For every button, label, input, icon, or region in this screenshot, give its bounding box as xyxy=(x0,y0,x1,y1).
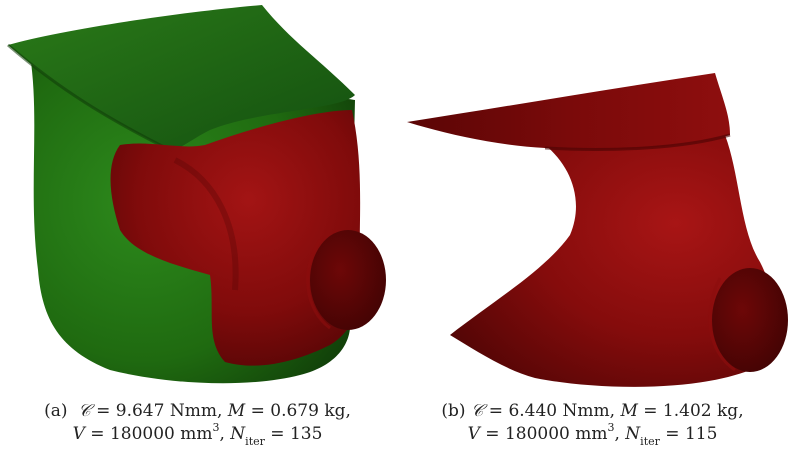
caption-a-iter-sub: iter xyxy=(245,435,265,449)
caption-a-volume-exp: 3 xyxy=(212,421,220,435)
caption-a-mass-value: 0.679 kg xyxy=(270,401,346,421)
red-cylinder-boss xyxy=(712,268,788,372)
red-cylinder-boss xyxy=(310,230,386,330)
caption-a-iter-value: 135 xyxy=(289,424,323,444)
caption-b-mass-symbol: M xyxy=(620,401,638,421)
caption-b-volume-value: 180000 mm xyxy=(504,424,608,444)
caption-b-compliance-symbol: 𝒞 xyxy=(470,401,484,421)
green-top-slab xyxy=(8,5,355,150)
red-cylinder-rim xyxy=(708,277,736,372)
caption-b: (b) 𝒞 = 6.440 Nmm, M = 1.402 kg, V = 180… xyxy=(441,401,744,449)
caption-a-volume-value: 180000 mm xyxy=(109,424,213,444)
caption-b-iter-symbol: N xyxy=(625,424,641,444)
panel-a: (a) 𝒞 = 9.647 Nmm, M = 0.679 kg, V = 180… xyxy=(7,5,386,449)
red-cylinder-rim xyxy=(306,239,331,330)
caption-a-mass-symbol: M xyxy=(227,401,246,421)
panel-a-render xyxy=(7,5,386,384)
red-cavity xyxy=(110,110,362,366)
caption-b-iter-value: 115 xyxy=(684,424,718,444)
panel-b: (b) 𝒞 = 6.440 Nmm, M = 1.402 kg, V = 180… xyxy=(395,0,790,464)
caption-a-volume-symbol: V xyxy=(72,424,85,444)
caption-b-label: (b) xyxy=(441,401,466,421)
red-shell-top-rim xyxy=(544,133,731,151)
green-top-edge xyxy=(7,43,171,152)
caption-b-volume-exp: 3 xyxy=(607,421,615,435)
red-cavity-fold xyxy=(173,157,239,291)
caption-a: (a) 𝒞 = 9.647 Nmm, M = 0.679 kg, V = 180… xyxy=(44,401,351,449)
caption-b-mass-value: 1.402 kg xyxy=(662,401,739,421)
caption-a-iter-symbol: N xyxy=(230,424,246,444)
caption-a-compliance-symbol: 𝒞 xyxy=(78,401,91,421)
caption-a-label: (a) xyxy=(44,401,68,421)
red-shell-top-plate xyxy=(407,73,730,150)
panel-b-render xyxy=(407,73,788,387)
caption-a-compliance-value: 9.647 Nmm xyxy=(115,401,217,421)
red-shell-body xyxy=(450,135,773,387)
caption-b-iter-sub: iter xyxy=(640,435,660,449)
caption-b-compliance-value: 6.440 Nmm xyxy=(508,401,610,421)
caption-b-volume-symbol: V xyxy=(467,424,480,444)
